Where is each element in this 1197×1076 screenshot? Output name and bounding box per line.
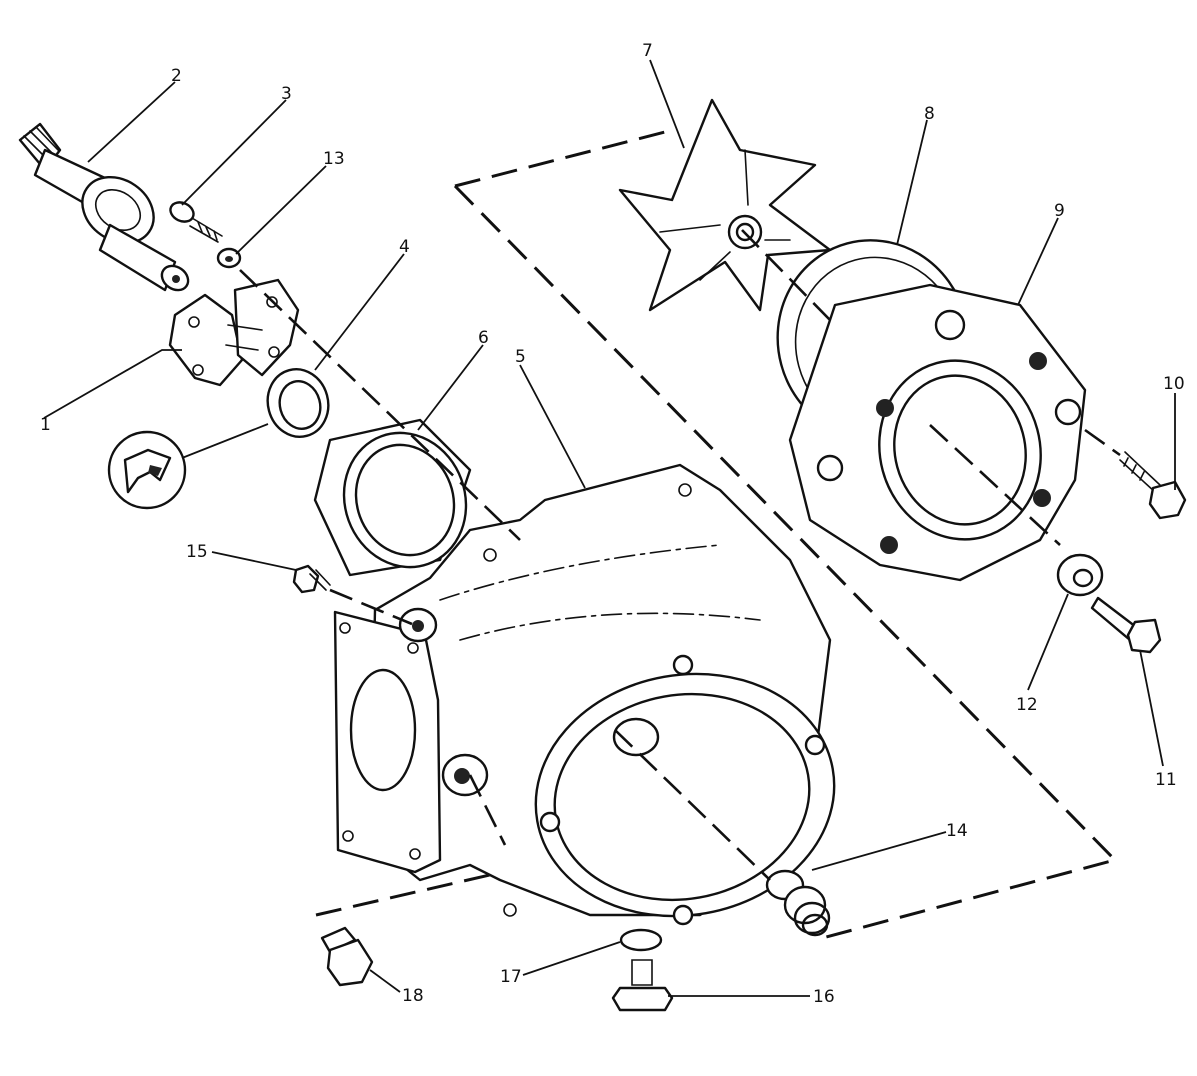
callout-9: 9 <box>1054 201 1065 221</box>
callout-labels: 1 2 3 4 5 6 7 8 9 10 11 12 13 14 15 16 1… <box>40 41 1185 1007</box>
callout-14: 14 <box>946 821 968 841</box>
callout-8: 8 <box>924 104 935 124</box>
callout-4: 4 <box>399 237 410 257</box>
callout-18: 18 <box>402 986 424 1006</box>
leader-lines <box>43 59 1176 997</box>
callout-12: 12 <box>1016 695 1038 715</box>
callout-5: 5 <box>515 347 526 367</box>
seal-section-detail <box>107 423 269 510</box>
part-4-seal <box>266 368 330 438</box>
part-2-pump-shaft <box>18 122 190 292</box>
part-14-drain-spring <box>765 869 831 937</box>
part-6-bearing-sleeve <box>313 418 472 577</box>
assembly-axis-lines <box>239 229 1121 881</box>
callout-7: 7 <box>642 41 653 61</box>
assembly-dashed-outline <box>315 130 1118 942</box>
callout-1: 1 <box>40 415 51 435</box>
callout-11: 11 <box>1155 770 1177 790</box>
callout-6: 6 <box>478 328 489 348</box>
callout-3: 3 <box>281 84 292 104</box>
part-17-o-ring <box>619 928 663 952</box>
callout-16: 16 <box>813 987 835 1007</box>
part-1-coupling <box>168 278 300 387</box>
part-16-drain-plug <box>611 959 674 1012</box>
callout-2: 2 <box>171 66 182 86</box>
callout-17: 17 <box>500 967 522 987</box>
part-11-cap-screw <box>1090 596 1162 654</box>
part-12-washer <box>1056 553 1104 597</box>
callout-15: 15 <box>186 542 208 562</box>
callout-10: 10 <box>1163 374 1185 394</box>
part-3-cap-screw <box>169 201 223 243</box>
part-5-pump-housing <box>333 463 836 926</box>
part-18-plug <box>320 926 374 987</box>
part-13-washer <box>216 247 242 269</box>
callout-13: 13 <box>323 149 345 169</box>
part-15-plug <box>292 564 331 594</box>
